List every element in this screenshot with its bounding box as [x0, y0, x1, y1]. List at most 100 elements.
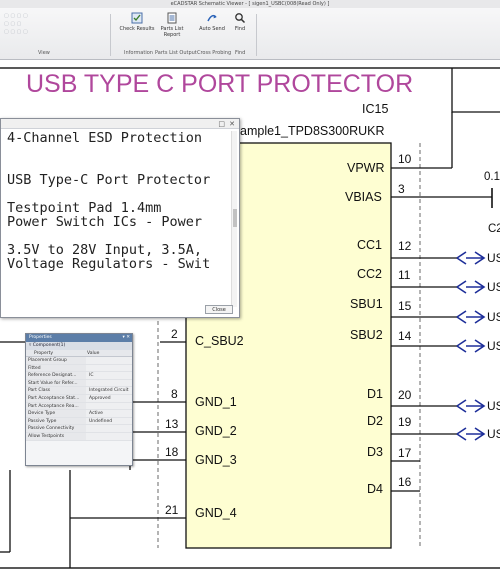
right-pin-d1[interactable]: 20 D1	[367, 387, 457, 407]
info-line: Power Switch ICs - Power	[7, 214, 203, 230]
info-window-scrollbar[interactable]	[231, 131, 237, 307]
right-pin-d2[interactable]: 19 D2	[367, 414, 457, 435]
info-line: Testpoint Pad 1.4mm	[7, 200, 162, 216]
net-label: US	[487, 280, 500, 294]
close-button[interactable]: Close	[205, 305, 233, 314]
check-results-icon	[131, 12, 143, 24]
net-port-sbu1[interactable]: US	[456, 310, 500, 324]
ribbon-group-cross-probing: Cross Probing	[197, 50, 232, 56]
pin-name: VBIAS	[345, 190, 382, 204]
property-value[interactable]: Undefined	[89, 418, 113, 424]
left-pin-gnd-2[interactable]: 13 GND_2	[130, 417, 237, 438]
right-pin-cc1[interactable]: 12 CC1	[357, 238, 457, 259]
net-port-d1[interactable]: US	[456, 399, 500, 413]
collapse-icon[interactable]: ▿	[29, 343, 33, 348]
properties-panel[interactable]: Properties ▾ ✕ ▿ Component(1) Property V…	[25, 333, 133, 466]
property-name: Passive Type	[26, 417, 86, 425]
pin-name: C_SBU2	[195, 334, 244, 348]
net-port-sbu2[interactable]: US	[456, 339, 500, 353]
pin-number: 14	[398, 329, 412, 343]
panel-pin-close-icons[interactable]: ▾ ✕	[122, 335, 130, 340]
close-icon[interactable]: ✕	[229, 120, 235, 128]
right-pin-vpwr[interactable]: 10 VPWR	[347, 152, 452, 175]
net-port-cc2[interactable]: US	[456, 280, 500, 294]
pin-name: GND_1	[195, 395, 237, 409]
capacitor-value: 0.1	[484, 171, 500, 183]
pin-number: 20	[398, 388, 412, 402]
property-row[interactable]: Placement Group	[26, 357, 132, 365]
properties-column-header: Property Value	[26, 350, 132, 357]
net-label: US	[487, 310, 500, 324]
property-value[interactable]: Integrated Circuit	[89, 388, 129, 394]
auto-send-button[interactable]: Auto Send	[192, 12, 232, 32]
left-pin-c-sbu2[interactable]: 2 C_SBU2	[160, 327, 244, 348]
right-pin-d4[interactable]: 16 D4	[367, 475, 420, 496]
info-line: ​	[7, 229, 233, 243]
net-label: US	[487, 339, 500, 353]
left-pin-gnd-1[interactable]: 8 GND_1	[130, 387, 237, 409]
pin-number: 16	[398, 475, 412, 489]
pin-name: D3	[367, 445, 383, 459]
right-pin-sbu2[interactable]: 14 SBU2	[350, 328, 457, 347]
right-pin-vbias[interactable]: 3 VBIAS	[345, 182, 492, 204]
right-pin-cc2[interactable]: 11 CC2	[357, 267, 457, 288]
left-pin-gnd-4[interactable]: 21 GND_4	[70, 503, 237, 520]
maximize-icon[interactable]: □	[218, 120, 225, 128]
property-value[interactable]	[86, 403, 132, 410]
parts-list-report-button[interactable]: Parts List Report	[152, 12, 192, 38]
property-value[interactable]	[86, 380, 132, 387]
pin-number: 19	[398, 415, 412, 429]
property-value[interactable]: Active	[89, 411, 103, 417]
property-value[interactable]	[86, 357, 132, 364]
net-port-d2[interactable]: US	[456, 427, 500, 441]
properties-title-bar[interactable]: Properties ▾ ✕	[26, 334, 132, 342]
right-pin-sbu1[interactable]: 15 SBU1	[350, 297, 457, 318]
property-value[interactable]	[86, 433, 132, 440]
pin-name: CC1	[357, 238, 382, 252]
pin-number: 18	[165, 445, 179, 459]
property-row[interactable]: Start Value for Refer...	[26, 379, 132, 388]
info-line: USB Type-C Port Protector	[7, 172, 211, 188]
ribbon-toolbar: ▢ ▢ ▢ ▢▢ ▢ ▢▢ ▢ ▢ ▢ View Check Results I…	[0, 8, 500, 60]
component-part-name: ample1_TPD8S300RUKR	[240, 124, 385, 138]
schematic-title: USB TYPE C PORT PROTECTOR	[26, 70, 413, 98]
net-label: US	[487, 427, 500, 441]
pin-name: D4	[367, 482, 383, 496]
ribbon-group-parts-list-output: Parts List Output	[155, 50, 197, 56]
property-value[interactable]: IC	[89, 373, 94, 379]
property-row[interactable]: Passive Connectivity	[26, 425, 132, 433]
pin-number: 2	[171, 327, 178, 341]
property-row[interactable]: Allow Testpoints	[26, 432, 132, 441]
pin-name: VPWR	[347, 161, 385, 175]
properties-selection[interactable]: ▿ Component(1)	[26, 342, 132, 350]
pin-number: 11	[398, 268, 411, 282]
component-info-window[interactable]: □ ✕ 4-Channel ESD Protection​​USB Type-C…	[0, 118, 240, 318]
pin-number: 21	[165, 503, 179, 517]
pin-number: 12	[398, 239, 412, 253]
window-title: eCADSTAR Schematic Viewer - [ sigen1_USB…	[170, 1, 330, 7]
auto-send-icon	[207, 14, 217, 22]
find-button[interactable]: Find	[220, 12, 260, 32]
left-pin-gnd-3[interactable]: 18 GND_3	[130, 445, 237, 467]
window-title-bar: eCADSTAR Schematic Viewer - [ sigen1_USB…	[0, 0, 500, 8]
info-window-header[interactable]: □ ✕	[1, 119, 239, 129]
pin-name: GND_3	[195, 453, 237, 467]
property-name: Part Acceptance Rea...	[26, 402, 86, 410]
property-value[interactable]	[86, 365, 132, 372]
pin-name: CC2	[357, 267, 382, 281]
scrollbar-thumb[interactable]	[233, 209, 237, 227]
property-value[interactable]	[86, 425, 132, 432]
property-row[interactable]: Part Acceptance Rea...	[26, 402, 132, 411]
info-line: ​	[7, 187, 233, 201]
net-port-cc1[interactable]: US	[456, 251, 500, 265]
property-row[interactable]: Fitted	[26, 364, 132, 373]
property-value[interactable]: Approved	[89, 395, 111, 401]
ribbon-separator	[110, 14, 111, 56]
property-row[interactable]: Part Acceptance Stat...Approved	[26, 394, 132, 403]
check-results-button[interactable]: Check Results	[117, 12, 157, 32]
right-pin-d3[interactable]: 17 D3	[367, 445, 420, 462]
property-row[interactable]: Reference Designat...IC	[26, 372, 132, 380]
